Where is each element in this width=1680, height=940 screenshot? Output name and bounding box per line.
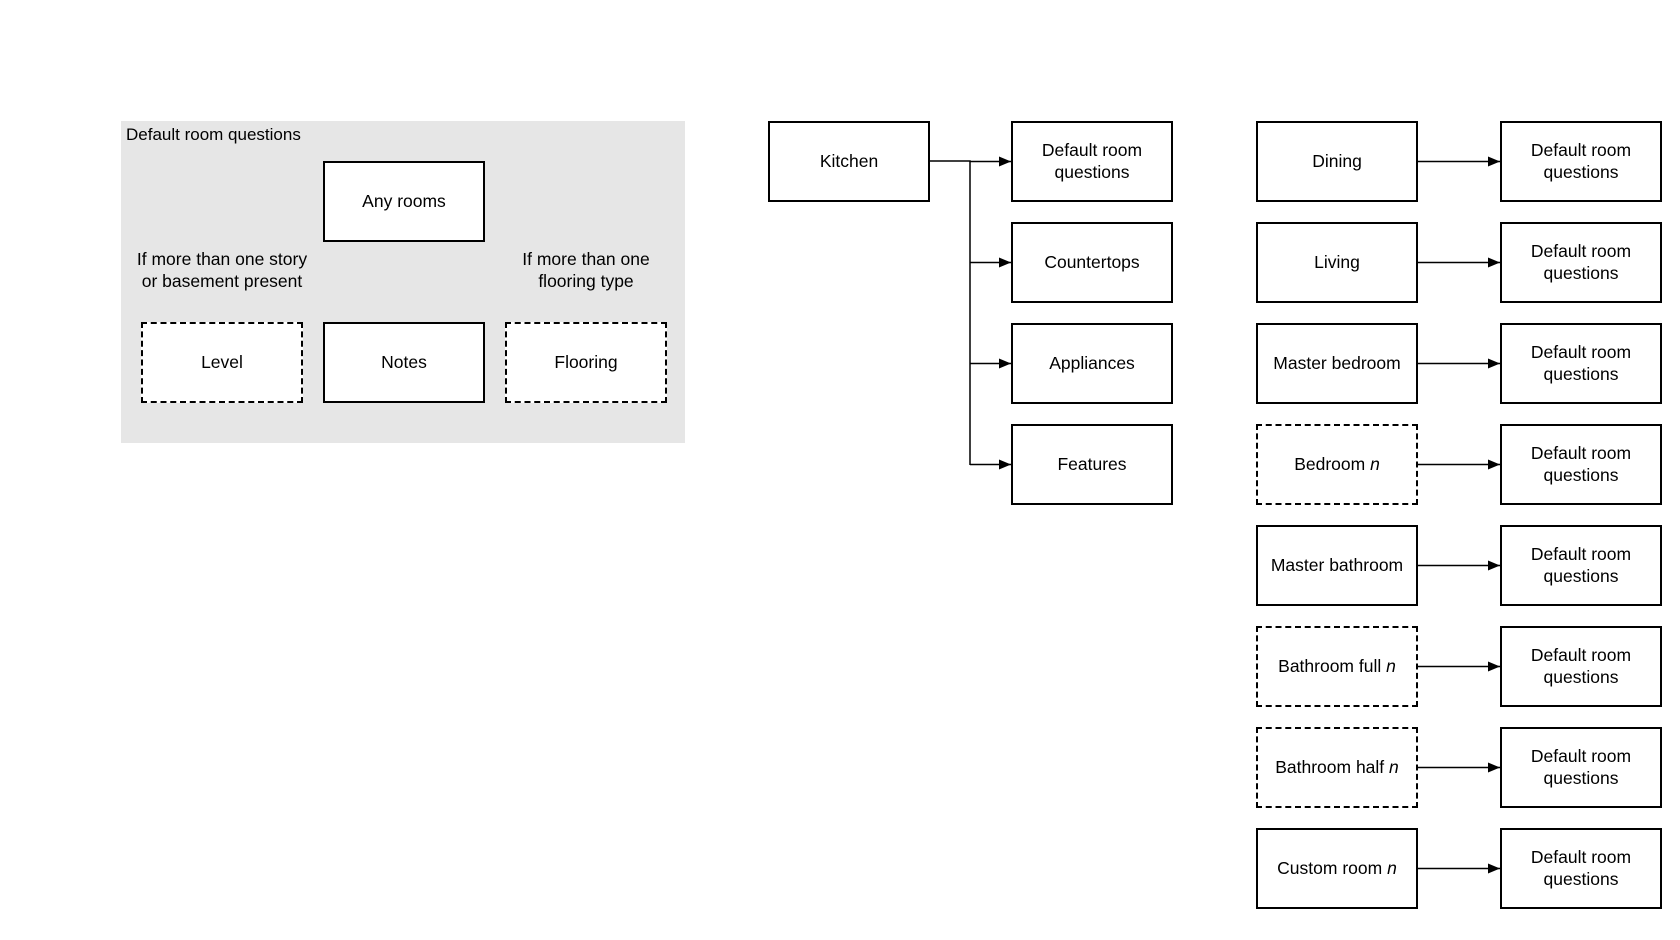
kitchen-child-appliances: Appliances <box>1011 323 1173 404</box>
room-name: Custom room n <box>1277 858 1397 880</box>
node-label-line: Default room <box>1530 342 1632 362</box>
node-label-line: questions <box>1054 161 1130 182</box>
room-custom-room-node: Custom room n <box>1256 828 1418 909</box>
room-name: Living <box>1314 252 1360 274</box>
room-index-variable: n <box>1370 453 1380 474</box>
node-label-line: questions <box>1543 565 1619 586</box>
condition-line: If more than one <box>522 249 650 269</box>
node-label-line: Default room <box>1530 746 1632 766</box>
room-dining-node: Dining <box>1256 121 1418 202</box>
room-name-text: Bathroom half <box>1275 756 1385 777</box>
condition-line: or basement present <box>141 270 303 291</box>
node-label: Any rooms <box>362 190 446 211</box>
node-label-line: Default room <box>1041 140 1143 160</box>
room-index-variable: n <box>1386 655 1396 676</box>
room-name: Bedroom n <box>1294 454 1380 476</box>
notes-node: Notes <box>323 322 485 403</box>
node-label-line: Appliances <box>1049 352 1135 373</box>
kitchen-node: Kitchen <box>768 121 930 202</box>
room-name-text: Custom room <box>1277 857 1383 878</box>
condition-line: flooring type <box>538 270 634 291</box>
kitchen-child-countertops: Countertops <box>1011 222 1173 303</box>
room-name-text: Dining <box>1312 150 1362 171</box>
node-label-line: Features <box>1057 453 1127 474</box>
node-label-line: Default room <box>1530 645 1632 665</box>
room-name: Master bedroom <box>1273 353 1400 375</box>
node-label: Flooring <box>554 351 618 372</box>
kitchen-child-features: Features <box>1011 424 1173 505</box>
room-master-bedroom-node: Master bedroom <box>1256 323 1418 404</box>
node-label-line: Default room <box>1530 140 1632 160</box>
room-name: Master bathroom <box>1271 555 1403 577</box>
node-label-line: Countertops <box>1044 251 1140 272</box>
room-name-text: Master bedroom <box>1273 352 1401 373</box>
room-name: Bathroom full n <box>1278 656 1396 678</box>
node-label-line: questions <box>1543 666 1619 687</box>
condition-line: If more than one story <box>136 249 308 269</box>
room-index-variable: n <box>1387 857 1397 878</box>
any-rooms-node: Any rooms <box>323 161 485 242</box>
node-label-line: Default room <box>1530 847 1632 867</box>
node-label-line: questions <box>1543 262 1619 283</box>
flooring-node: Flooring <box>505 322 667 403</box>
level-node: Level <box>141 322 303 403</box>
node-label-line: Default room <box>1530 544 1632 564</box>
node-label: Notes <box>381 351 427 372</box>
room-bathroom-full-node: Bathroom full n <box>1256 626 1418 707</box>
kitchen-trunk-line <box>930 160 971 465</box>
room-bathroom-half-node: Bathroom half n <box>1256 727 1418 808</box>
node-label-line: questions <box>1543 363 1619 384</box>
room-living-node: Living <box>1256 222 1418 303</box>
room-name: Bathroom half n <box>1275 757 1399 779</box>
room-name-text: Living <box>1314 251 1360 272</box>
room-name: Dining <box>1312 151 1362 173</box>
panel-title: Default room questions <box>126 125 301 144</box>
room-master-bathroom-node: Master bathroom <box>1256 525 1418 606</box>
node-label: Appliances <box>1049 353 1135 375</box>
node-label: Countertops <box>1044 252 1139 274</box>
node-label-line: questions <box>1543 767 1619 788</box>
node-label-line: questions <box>1543 464 1619 485</box>
node-label: Kitchen <box>819 150 879 171</box>
node-label-line: questions <box>1543 161 1619 182</box>
node-label-line: Default room <box>1530 443 1632 463</box>
room-name-text: Bedroom <box>1294 453 1366 474</box>
node-label: Features <box>1057 454 1126 476</box>
node-label: Level <box>201 351 243 372</box>
room-name-text: Master bathroom <box>1270 554 1404 575</box>
node-label-line: questions <box>1543 868 1619 889</box>
node-label-line: Default room <box>1530 241 1632 261</box>
room-bedroom-node: Bedroom n <box>1256 424 1418 505</box>
room-name-text: Bathroom full <box>1278 655 1382 676</box>
room-index-variable: n <box>1389 756 1399 777</box>
